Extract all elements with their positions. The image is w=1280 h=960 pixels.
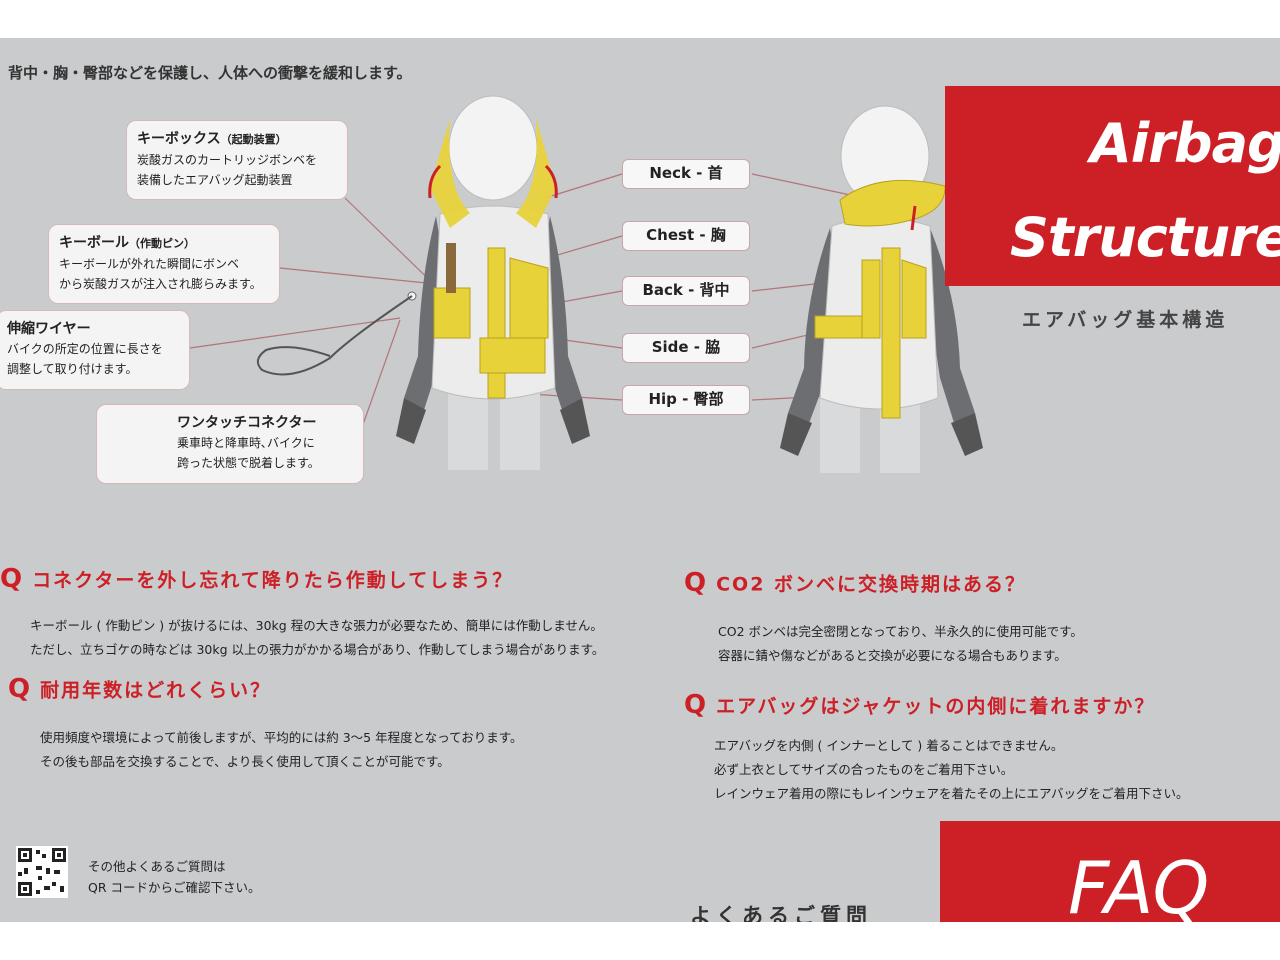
- faq-question-3: Q CO2 ボンベに交換時期はある？: [684, 568, 1026, 598]
- faq-red-block: [940, 821, 1280, 922]
- faq-answer-2: 使用頻度や環境によって前後しますが、平均的には約 3〜5 年程度となっております…: [40, 726, 522, 774]
- faq-question-text: コネクターを外し忘れて降りたら作動してしまう？: [32, 569, 514, 592]
- faq-q-marker: Q: [0, 564, 23, 594]
- back-figure: [780, 105, 983, 473]
- title-line-airbag: Airbag: [1090, 112, 1280, 175]
- faq-answer-line: 必ず上衣としてサイズの合ったものをご着用下さい。: [714, 762, 1014, 777]
- callout-text: 調整して取り付けます。: [7, 362, 138, 376]
- part-label-hip: Hip - 臀部: [622, 385, 750, 415]
- poster-tagline: 背中・胸・臀部などを保護し、人体への衝撃を緩和します。: [8, 64, 412, 82]
- part-label-back: Back - 背中: [622, 276, 750, 306]
- faq-question-text: エアバッグはジャケットの内側に着れますか？: [716, 695, 1156, 718]
- front-figure: [256, 95, 590, 470]
- faq-answer-4: エアバッグを内側 ( インナーとして ) 着ることはできません。 必ず上衣として…: [714, 734, 1189, 806]
- title-red-block: [945, 86, 1280, 286]
- faq-answer-3: CO2 ボンベは完全密閉となっており、半永久的に使用可能です。 容器に錆や傷など…: [718, 620, 1083, 668]
- callout-text: バイクの所定の位置に長さを: [7, 342, 163, 356]
- qr-code-icon: [18, 848, 66, 896]
- faq-section-title: FAQ: [1068, 846, 1209, 922]
- callout-text: 乗車時と降車時､バイクに: [177, 436, 315, 450]
- callout-stretch-wire: 伸縮ワイヤー バイクの所定の位置に長さを 調整して取り付けます。: [0, 310, 190, 390]
- callout-text: 装備したエアバッグ起動装置: [137, 173, 293, 187]
- part-label-neck: Neck - 首: [622, 159, 750, 189]
- callout-text: 炭酸ガスのカートリッジボンベを: [137, 153, 318, 167]
- faq-answer-line: エアバッグを内側 ( インナーとして ) 着ることはできません。: [714, 738, 1064, 753]
- callout-title: 伸縮ワイヤー: [7, 321, 91, 337]
- title-subtitle: エアバッグ基本構造: [1022, 309, 1229, 331]
- faq-section-label: よくあるご質問: [690, 904, 872, 922]
- faq-answer-line: キーボール ( 作動ピン ) が抜けるには、30kg 程の大きな張力が必要なため…: [30, 618, 603, 633]
- faq-question-4: Q エアバッグはジャケットの内側に着れますか？: [684, 690, 1155, 720]
- qr-note-line: QR コードからご確認下さい。: [88, 880, 261, 895]
- faq-answer-line: レインウェア着用の際にもレインウェアを着たその上にエアバッグをご着用下さい。: [714, 786, 1189, 801]
- faq-answer-line: 使用頻度や環境によって前後しますが、平均的には約 3〜5 年程度となっております…: [40, 730, 523, 745]
- faq-answer-line: その後も部品を交換することで、より長く使用して頂くことが可能です。: [40, 754, 450, 769]
- qr-note-line: その他よくあるご質問は: [88, 859, 226, 874]
- faq-answer-1: キーボール ( 作動ピン ) が抜けるには、30kg 程の大きな張力が必要なため…: [30, 614, 604, 662]
- callout-title-note: （起動装置）: [220, 133, 287, 146]
- callout-key-ball: キーボール（作動ピン） キーボールが外れた瞬間にボンベ から炭酸ガスが注入され膨…: [48, 224, 280, 304]
- callout-title: ワンタッチコネクター: [177, 415, 317, 431]
- qr-code[interactable]: [16, 846, 68, 898]
- callout-text: 跨った状態で脱着します。: [177, 456, 320, 470]
- callout-title: キーボックス: [137, 131, 221, 147]
- title-line-structure: Structure: [1010, 206, 1280, 269]
- faq-answer-line: ただし、立ちゴケの時などは 30kg 以上の張力がかかる場合があり、作動してしま…: [30, 642, 605, 657]
- qr-note: その他よくあるご質問は QR コードからご確認下さい。: [88, 856, 261, 898]
- callout-one-touch-connector: ワンタッチコネクター 乗車時と降車時､バイクに 跨った状態で脱着します。: [96, 404, 364, 484]
- faq-question-1: Q コネクターを外し忘れて降りたら作動してしまう？: [0, 564, 513, 594]
- callout-text: キーボールが外れた瞬間にボンベ: [59, 257, 240, 271]
- callout-title: キーボール: [59, 235, 129, 251]
- faq-question-2: Q 耐用年数はどれくらい？: [8, 674, 271, 704]
- faq-answer-line: 容器に錆や傷などがあると交換が必要になる場合もあります。: [718, 648, 1067, 663]
- airbag-illustration: [106, 95, 983, 473]
- airbag-poster: 背中・胸・臀部などを保護し、人体への衝撃を緩和します。: [0, 38, 1280, 922]
- faq-question-text: 耐用年数はどれくらい？: [40, 679, 272, 702]
- part-label-side: Side - 脇: [622, 333, 750, 363]
- faq-q-marker: Q: [684, 568, 707, 598]
- faq-question-text: CO2 ボンベに交換時期はある？: [716, 573, 1027, 596]
- callout-text: から炭酸ガスが注入され膨らみます。: [59, 277, 262, 291]
- callout-key-box: キーボックス（起動装置） 炭酸ガスのカートリッジボンベを 装備したエアバッグ起動…: [126, 120, 348, 200]
- callout-title-note: （作動ピン）: [129, 237, 195, 250]
- part-label-chest: Chest - 胸: [622, 221, 750, 251]
- faq-q-marker: Q: [8, 674, 31, 704]
- faq-answer-line: CO2 ボンベは完全密閉となっており、半永久的に使用可能です。: [718, 624, 1083, 639]
- faq-q-marker: Q: [684, 690, 707, 720]
